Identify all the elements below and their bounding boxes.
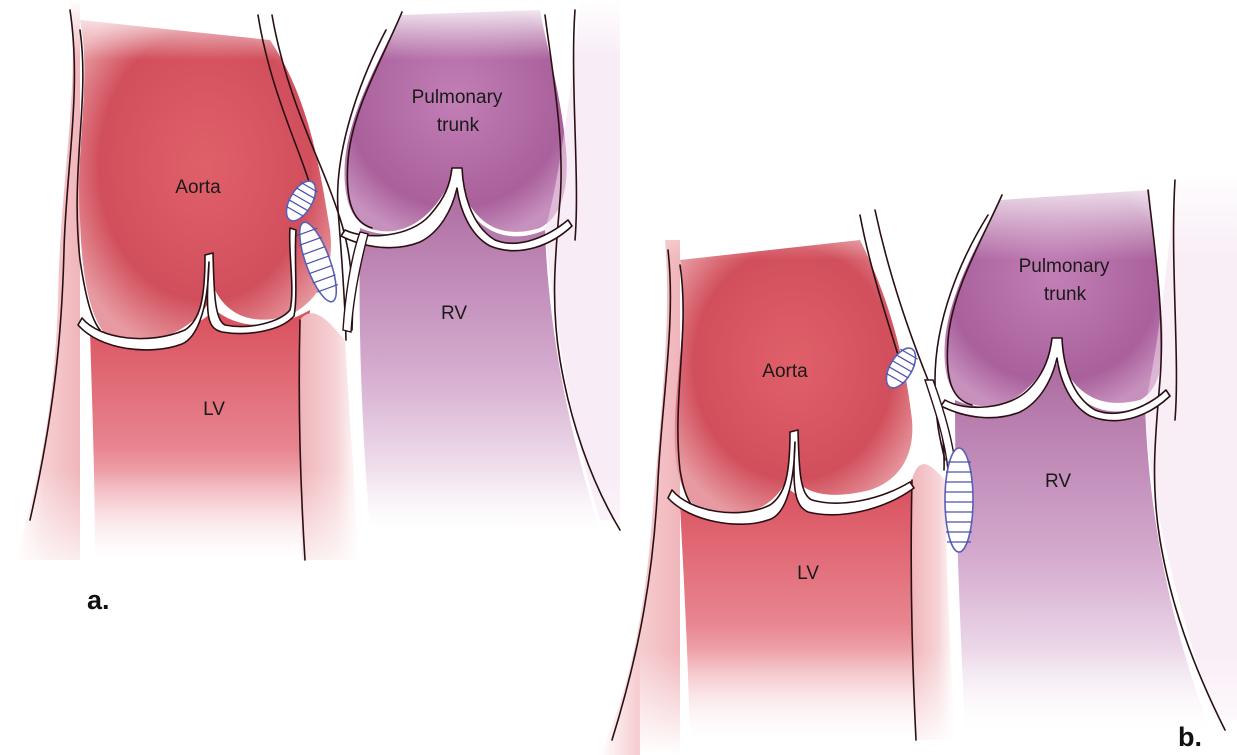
panel-b: Aorta LV Pulmonary trunk RV b. (600, 170, 1237, 755)
panel-a-aorta-label: Aorta (175, 177, 221, 198)
panel-b-rv-label: RV (1045, 471, 1071, 492)
panel-b-lv-label: LV (797, 563, 819, 584)
panel-b-letter: b. (1178, 722, 1202, 752)
panel-a-pulmonary-label-line2: trunk (437, 115, 480, 136)
panel-b-patch-lower (945, 448, 973, 552)
panel-b-aorta-label: Aorta (762, 361, 808, 382)
panel-b-pulmonary-label-line2: trunk (1044, 284, 1087, 305)
panel-a-rv-label: RV (441, 303, 467, 324)
panel-a: Aorta LV Pulmonary trunk RV a. (0, 0, 640, 615)
panel-b-pulmonary-label-line1: Pulmonary (1019, 256, 1110, 277)
panel-a-letter: a. (87, 585, 110, 615)
panel-a-lv-label: LV (203, 399, 225, 420)
panel-a-pulmonary-label-line1: Pulmonary (412, 87, 503, 108)
